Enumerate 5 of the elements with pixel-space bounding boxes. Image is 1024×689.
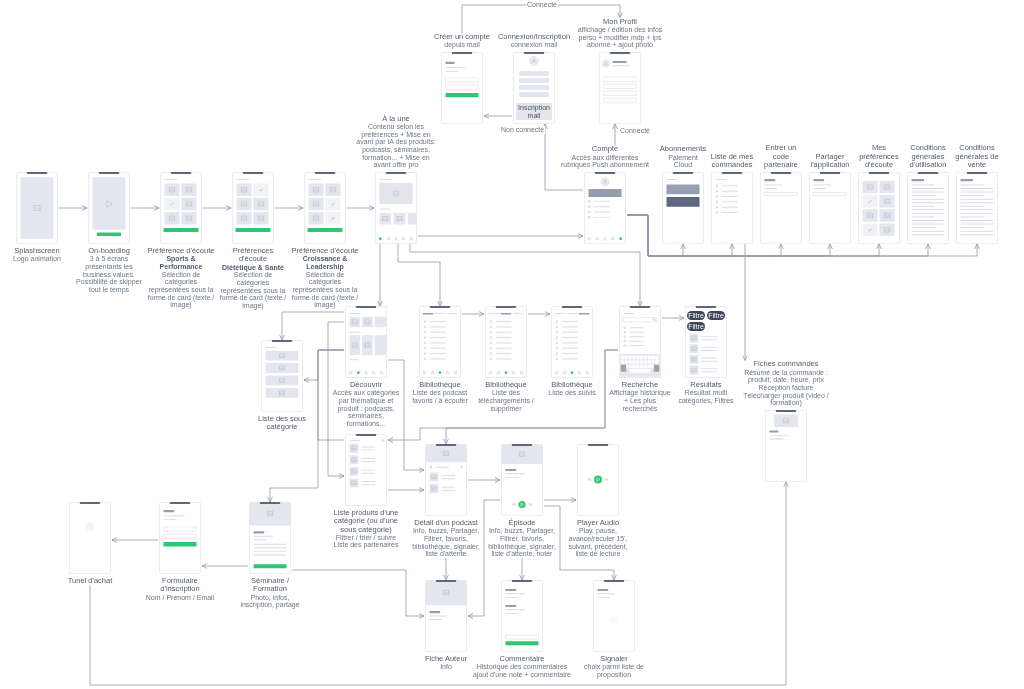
login-option-button [519, 78, 549, 83]
login-option-button [519, 92, 549, 97]
login-option-button [519, 85, 549, 90]
connector-line [317, 349, 345, 441]
login-option-button [519, 71, 549, 76]
